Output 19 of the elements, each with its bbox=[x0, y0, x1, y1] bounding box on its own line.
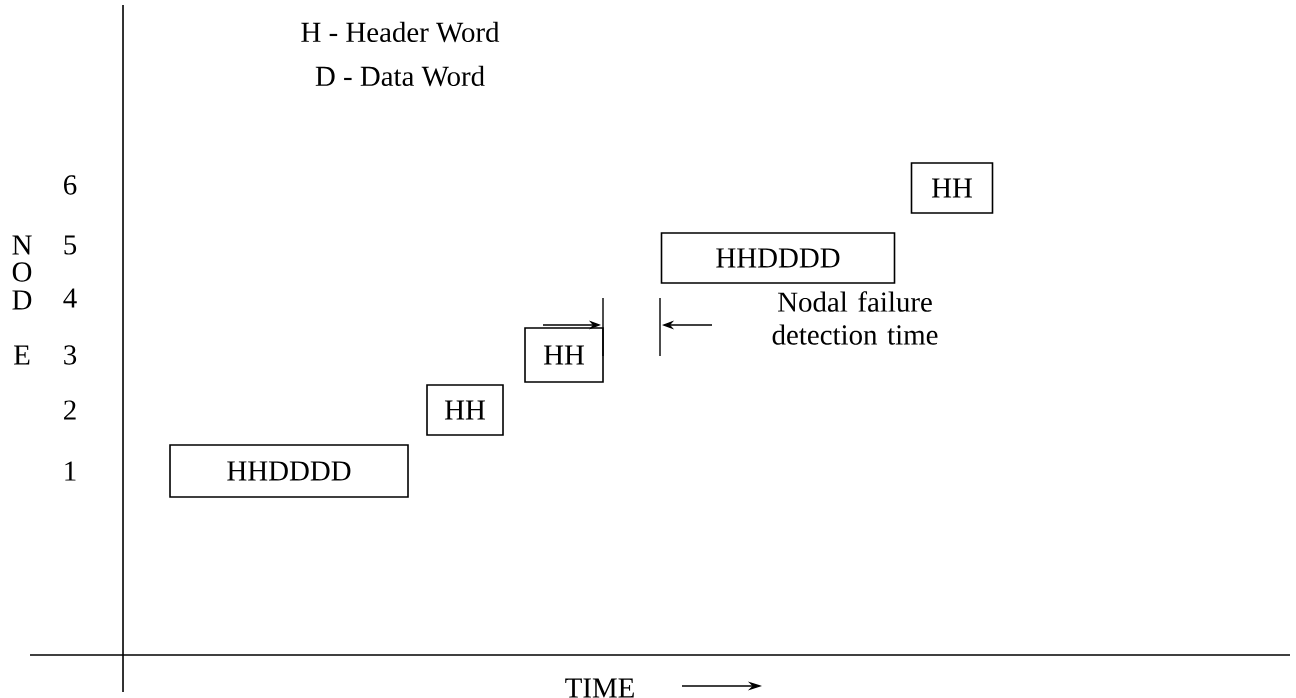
legend-text: H - Header Word bbox=[301, 21, 500, 43]
message-box: HHDDDD bbox=[660, 232, 896, 284]
axis-title-letter: N bbox=[12, 235, 32, 255]
message-box: HH bbox=[910, 162, 994, 214]
message-box: HH bbox=[524, 327, 604, 383]
annotation-text: Nodal failure detection time bbox=[772, 291, 938, 345]
message-box: HH bbox=[426, 384, 504, 436]
axis-tick-label: 4 bbox=[63, 288, 77, 308]
axis-tick-label: 6 bbox=[64, 175, 77, 195]
axis-tick-label: 5 bbox=[64, 235, 77, 255]
axis-tick-label: 1 bbox=[65, 461, 76, 481]
message-box: HHDDDD bbox=[169, 444, 409, 498]
axis-title-letter: E bbox=[14, 345, 30, 365]
legend-text: D - Data Word bbox=[315, 65, 485, 87]
axis-title-letter: O bbox=[12, 262, 32, 282]
axis-title-letter: D bbox=[12, 290, 32, 310]
axis-tick-label: 2 bbox=[64, 400, 76, 420]
axis-title: TIME bbox=[565, 678, 634, 698]
axis-tick-label: 3 bbox=[64, 345, 77, 365]
